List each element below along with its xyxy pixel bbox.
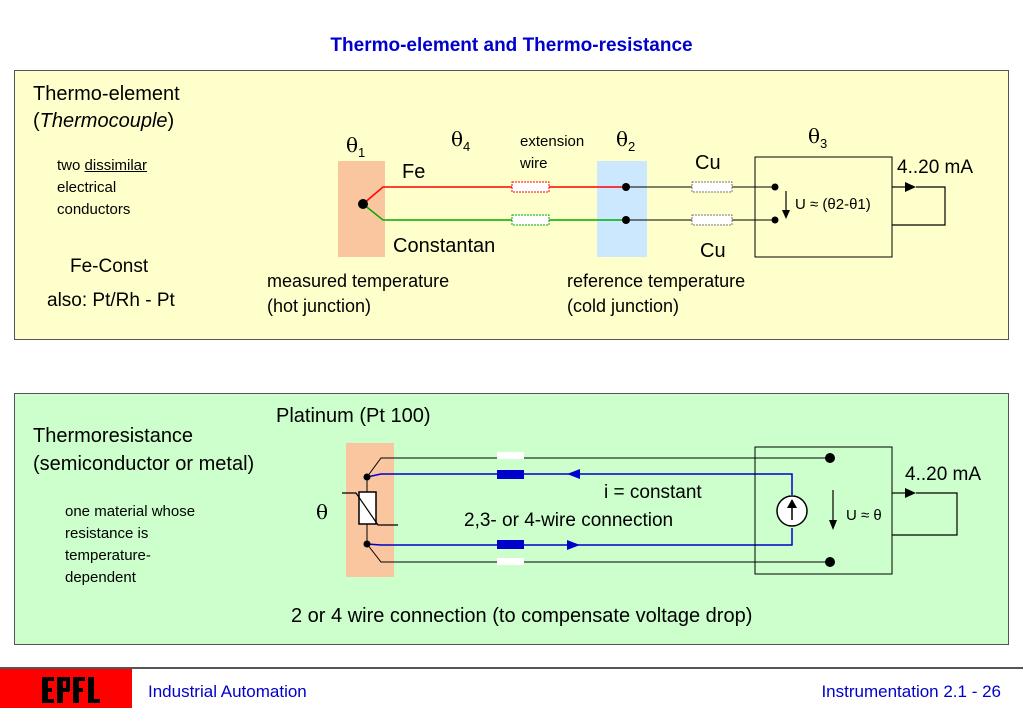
- rtd-wire-top: [366, 473, 793, 495]
- reference-temp-line1: reference temperature: [567, 271, 746, 291]
- fe-label: Fe: [402, 161, 426, 183]
- thermo-desc-line3: conductors: [57, 201, 131, 218]
- thermo-output-label: 4..20 mA: [897, 157, 974, 178]
- output-arrow-2: [905, 488, 916, 498]
- page-title: Thermo-element and Thermo-resistance: [330, 35, 693, 56]
- bottom-note: 2 or 4 wire connection (to compensate vo…: [291, 605, 753, 627]
- resist-desc-line3: temperature-: [65, 547, 151, 564]
- thermo-desc-line2: electrical: [57, 179, 117, 196]
- thermocouple-panel: [14, 70, 1009, 340]
- hot-junction-block: [338, 161, 385, 257]
- extension-label-line2: wire: [520, 155, 548, 172]
- resist-desc-line1: one material whose: [65, 503, 196, 520]
- transmitter-box-1: [754, 156, 893, 258]
- footer-slide-number: Instrumentation 2.1 - 26: [821, 682, 1001, 701]
- thermoresistance-panel: [14, 393, 1009, 645]
- thermo-example2: also: Pt/Rh - Pt: [47, 290, 175, 311]
- theta2-label: θ2: [616, 127, 636, 154]
- constantan-label: Constantan: [393, 235, 496, 257]
- current-label: i = constant: [604, 482, 702, 503]
- thermo-heading-sub: (Thermocouple): [33, 110, 175, 132]
- theta1-label: θ1: [346, 133, 366, 160]
- wire-connection-label: 2,3- or 4-wire connection: [464, 510, 674, 531]
- epfl-logo-icon: [42, 677, 100, 703]
- footer-divider: [0, 667, 1023, 669]
- epfl-logo: [0, 669, 132, 708]
- platinum-label: Platinum (Pt 100): [276, 405, 431, 427]
- thermo-desc-line1: two dissimilar: [57, 157, 148, 174]
- measured-temp-line1: measured temperature: [267, 271, 450, 291]
- cu-top-label: Cu: [695, 152, 721, 174]
- constantan-wire: [362, 203, 512, 221]
- rtd-theta-label: θ: [316, 500, 329, 524]
- resist-desc-line4: dependent: [65, 569, 136, 586]
- current-arrow-top: [567, 469, 580, 479]
- extension-wire-fe: [511, 181, 550, 193]
- theta3-label: θ3: [808, 124, 828, 151]
- measured-temp-line2: (hot junction): [267, 296, 372, 316]
- resist-desc-line2: resistance is: [65, 525, 149, 542]
- resist-voltage-label: U ≈ θ: [846, 507, 882, 524]
- resist-heading-line1: Thermoresistance: [33, 425, 194, 447]
- rtd-wire-bottom: [366, 528, 793, 546]
- resist-heading-line2: (semiconductor or metal): [33, 453, 255, 475]
- current-arrow-bottom: [567, 540, 580, 550]
- reference-temp-line2: (cold junction): [567, 296, 680, 316]
- theta4-label: θ4: [451, 127, 471, 154]
- thermo-voltage-label: U ≈ (θ2-θ1): [795, 196, 871, 213]
- thermo-heading: Thermo-element: [33, 83, 180, 105]
- cu-bottom-label: Cu: [700, 240, 726, 262]
- resist-output-label: 4..20 mA: [905, 464, 982, 485]
- thermo-example1: Fe-Const: [70, 256, 149, 277]
- cold-junction-block: [597, 161, 647, 257]
- footer-course-title: Industrial Automation: [148, 682, 307, 701]
- extension-label-line1: extension: [520, 133, 585, 150]
- output-arrow-1: [905, 182, 916, 192]
- extension-wire-const: [511, 214, 550, 226]
- fe-wire: [362, 186, 512, 205]
- transmitter-box-2: [754, 446, 893, 575]
